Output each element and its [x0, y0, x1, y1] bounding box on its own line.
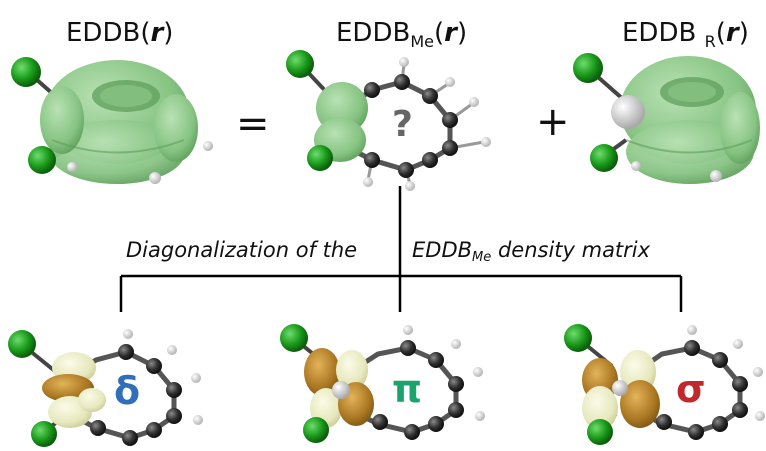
hydrogen-atom [481, 137, 491, 147]
carbon-atom [364, 152, 380, 168]
central-atom [611, 95, 645, 129]
label-base: EDDB [336, 18, 411, 48]
caption-left: Diagonalization of the [124, 238, 360, 262]
carbon-atom [364, 82, 380, 98]
hydrogen-atom [399, 57, 409, 67]
hydrogen-atom [149, 172, 161, 184]
tree-lines [119, 186, 683, 312]
label-sub: R [704, 32, 716, 51]
carbon-atom [422, 88, 438, 104]
ring-bonds [343, 79, 453, 173]
label-base: EDDB [66, 18, 141, 48]
carbon-atom [442, 112, 458, 128]
caption-sub: Me [472, 250, 492, 265]
hydrogen-atom [203, 141, 213, 151]
equals-sign: = [236, 101, 270, 147]
label-arg: r [444, 18, 457, 48]
hydrogen-atom [363, 177, 373, 187]
label-remainder: EDDB R(r) [622, 18, 749, 51]
molecule-remainder-eddb [573, 53, 760, 184]
hydrogen-atom [631, 161, 641, 171]
orbital-pi-molecule [280, 324, 485, 443]
plus-sign: + [536, 99, 570, 145]
hydrogen-atom [710, 170, 722, 182]
chlorine-atom [307, 145, 333, 171]
orbital-delta-molecule [8, 329, 203, 447]
question-mark: ? [392, 104, 413, 145]
carbon-atom [398, 162, 414, 178]
label-sub: Me [410, 32, 434, 51]
molecule-total-eddb [11, 57, 213, 184]
chlorine-atom [11, 57, 41, 87]
chlorine-atom [286, 50, 314, 78]
chlorine-atom [28, 146, 56, 174]
caption-base: EDDB [412, 238, 473, 262]
carbon-atom [442, 140, 458, 156]
label-methyl: EDDBMe(r) [336, 18, 468, 51]
orbital-label-sigma: σ [676, 367, 706, 411]
caption-rest: density matrix [497, 238, 651, 262]
isosurface-torus [40, 60, 198, 184]
label-arg: r [150, 18, 164, 48]
hydrogen-atom [469, 97, 479, 107]
orbital-sigma-molecule [564, 324, 765, 445]
isosurface-torus [620, 56, 760, 184]
chlorine-atom [590, 144, 618, 172]
caption-right: EDDBMe density matrix [410, 238, 653, 265]
hydrogen-atom [445, 77, 455, 87]
label-arg: r [725, 18, 739, 48]
carbon-atom [394, 74, 410, 90]
carbon-atom [422, 152, 438, 168]
hydrogen-atom [67, 162, 77, 172]
label-total: EDDB(r) [66, 18, 174, 48]
orbital-label-delta: δ [114, 369, 141, 413]
label-base: EDDB [622, 18, 697, 48]
molecule-methyl-eddb [286, 50, 491, 191]
orbital-label-pi: π [392, 367, 423, 411]
chlorine-atom [573, 53, 603, 83]
hydrogen-atom [405, 181, 415, 191]
